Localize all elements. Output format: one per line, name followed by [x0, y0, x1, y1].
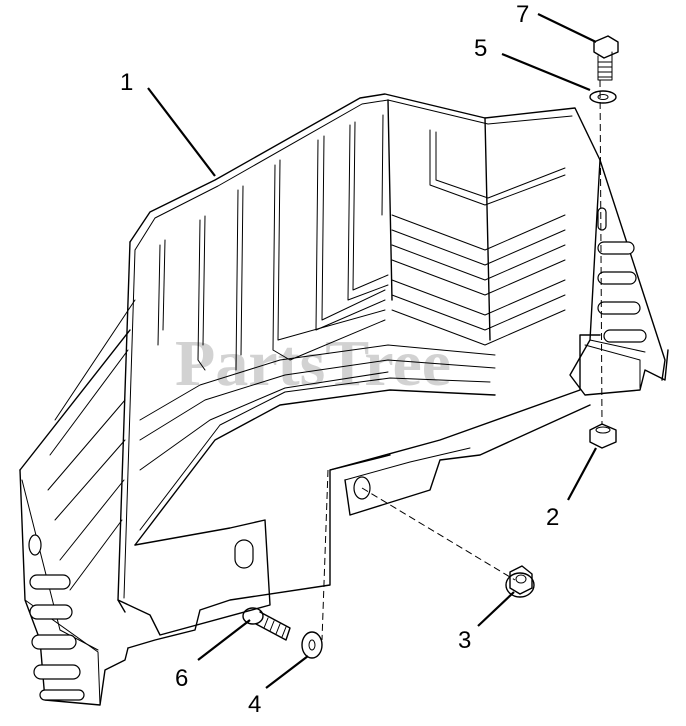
callout-5: 5 — [474, 35, 487, 62]
shield-part — [19, 93, 669, 706]
assembly-line-nut — [361, 487, 516, 581]
washer-part-4 — [301, 631, 323, 659]
leader-3 — [477, 591, 515, 627]
bolt-part-7 — [593, 35, 619, 81]
leader-4 — [265, 655, 309, 689]
leader-7 — [537, 13, 597, 43]
assembly-line-right — [599, 79, 603, 426]
nut-part-2 — [589, 423, 617, 449]
callout-7: 7 — [516, 1, 529, 28]
assembly-line-left — [321, 469, 329, 641]
leader-2 — [567, 447, 597, 501]
callout-3: 3 — [458, 627, 471, 654]
leader-6 — [197, 619, 251, 661]
flange-nut-part-3 — [505, 565, 535, 598]
callout-2: 2 — [546, 504, 559, 531]
watermark: PartsTree — [175, 327, 451, 400]
callout-6: 6 — [175, 665, 188, 692]
washer-part-5 — [589, 90, 617, 104]
leader-5 — [501, 52, 591, 92]
callout-4: 4 — [248, 691, 261, 718]
leader-1 — [147, 87, 216, 177]
bolt-part-6 — [242, 607, 291, 641]
callout-1: 1 — [120, 69, 133, 96]
